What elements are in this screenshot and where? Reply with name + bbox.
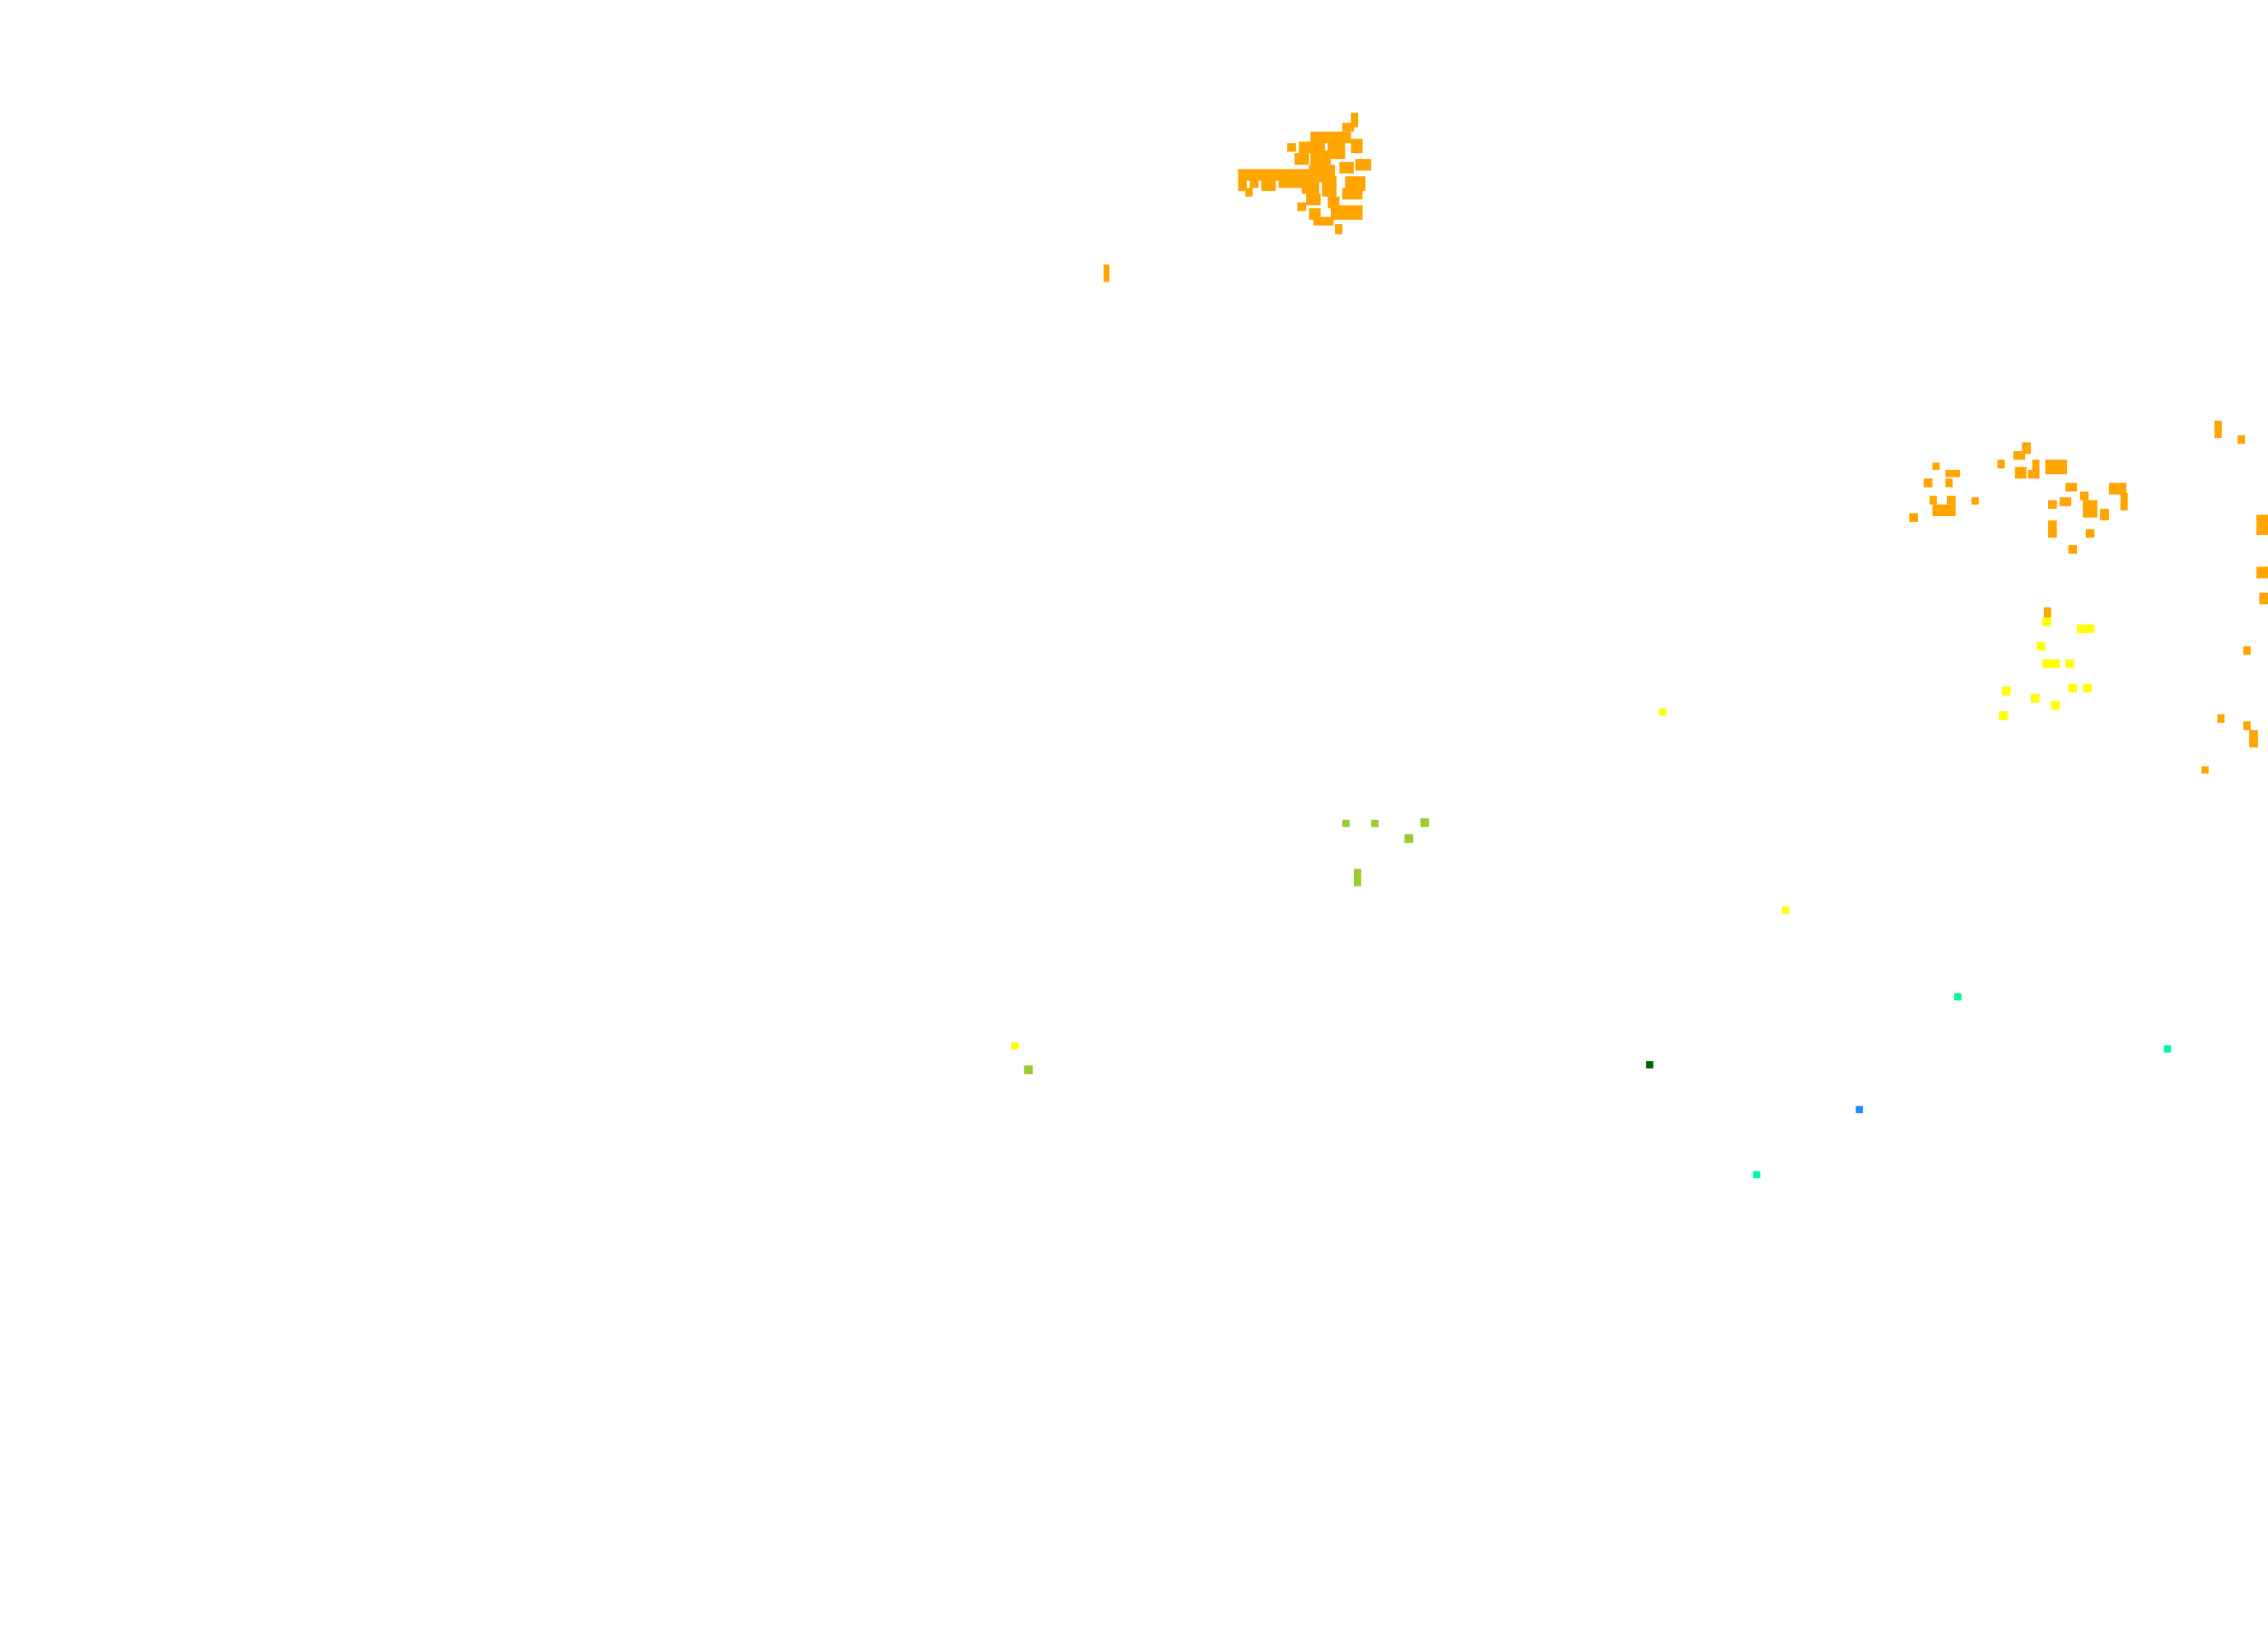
cluster-dark-green	[1646, 1061, 1654, 1069]
cluster-blue	[1855, 1106, 1863, 1113]
cluster-orange-east	[1909, 420, 2268, 774]
cluster-orange-north	[1103, 112, 1372, 282]
cluster-yellow	[1011, 617, 2095, 1050]
cluster-spring-green	[1753, 993, 2171, 1178]
cluster-yellow-green	[1024, 818, 1429, 1075]
